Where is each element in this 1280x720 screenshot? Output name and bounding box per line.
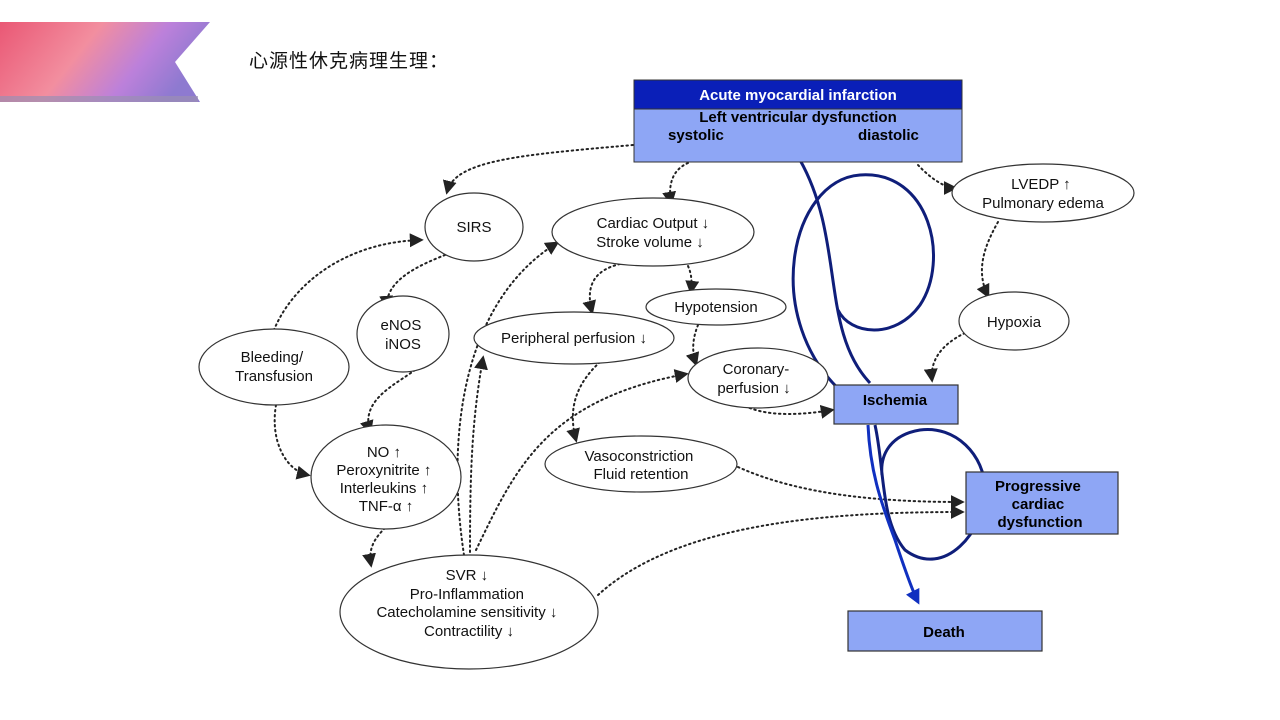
text-lvedp: LVEDP ↑ Pulmonary edema [982, 176, 1104, 212]
arrow-coronary-to-ischemia [744, 404, 835, 419]
node-svr [339, 554, 599, 670]
text-progressive-2: dysfunction [998, 514, 1083, 531]
arrow-co-to-peripheral [582, 263, 621, 315]
text-lvedp-1: Pulmonary edema [982, 195, 1104, 212]
arrow-lvedp-to-hypoxia [976, 221, 999, 299]
text-no-3: TNF-α ↑ [359, 498, 414, 515]
decorative-banner [0, 22, 210, 102]
header-box: Acute myocardial infarction Left ventric… [633, 79, 963, 163]
box-progressive [965, 471, 1119, 535]
text-hypoxia-0: Hypoxia [987, 314, 1042, 331]
arrow-ami-to-lvedp [917, 164, 958, 195]
text-death-0: Death [923, 624, 965, 641]
text-co-1: Stroke volume ↓ [596, 234, 704, 251]
text-progressive-0: Progressive [995, 478, 1081, 495]
connector-arrows [271, 144, 999, 596]
arrow-peripheral-to-vaso [566, 361, 601, 443]
text-sirs: SIRS [456, 219, 491, 236]
node-coronary [687, 347, 829, 409]
text-vaso-1: Fluid retention [593, 466, 688, 483]
arrow-svr-to-progressive [597, 505, 965, 596]
text-coronary: Coronary- perfusion ↓ [717, 361, 793, 397]
text-ischemia-0: Ischemia [863, 392, 928, 409]
text-bleeding-1: Transfusion [235, 368, 313, 385]
text-svr-2: Catecholamine sensitivity ↓ [376, 604, 557, 621]
node-hypotension [645, 288, 787, 326]
text-no-2: Interleukins ↑ [340, 480, 428, 497]
text-cardiac-output: Cardiac Output ↓ Stroke volume ↓ [596, 215, 713, 251]
text-svr-0: SVR ↓ [446, 567, 489, 584]
text-progressive-1: cardiac [1012, 496, 1065, 513]
text-svr-1: Pro-Inflammation [410, 586, 524, 603]
arrow-hypoxia-to-ischemia [923, 332, 966, 383]
header-diastolic: diastolic [858, 127, 919, 144]
arrow-no-to-svr [362, 527, 386, 568]
text-enos-0: eNOS [380, 317, 421, 334]
arrow-bleeding-to-sirs [271, 233, 424, 336]
text-co-0: Cardiac Output ↓ [597, 215, 710, 232]
text-svr-3: Contractility ↓ [424, 623, 514, 640]
text-progressive: Progressive cardiac dysfunction [995, 478, 1085, 531]
text-sirs-0: SIRS [456, 219, 491, 236]
arrow-ami-to-sirs [442, 144, 634, 195]
text-svr: SVR ↓ Pro-Inflammation Catecholamine sen… [376, 567, 561, 640]
text-ischemia: Ischemia [863, 392, 928, 409]
text-no-0: NO ↑ [367, 444, 401, 461]
death-path [866, 424, 920, 605]
outcome-boxes [833, 384, 1119, 652]
arrow-svr-to-peripheral [469, 355, 488, 553]
text-vaso: Vasoconstriction Fluid retention [584, 448, 697, 483]
text-hypoxia: Hypoxia [987, 314, 1042, 331]
ischemia-loop [791, 159, 935, 397]
arrow-enos-to-no [359, 369, 416, 435]
text-coronary-1: perfusion ↓ [717, 380, 790, 397]
arrow-bleeding-to-no [273, 404, 311, 480]
arrow-ami-to-cardiac-output [662, 162, 689, 206]
node-sirs [424, 192, 524, 262]
arrow-co-to-hypotension [685, 265, 700, 295]
text-hypotension: Hypotension [674, 299, 757, 316]
header-title: Acute myocardial infarction [699, 87, 897, 104]
node-cardiac-output [551, 197, 755, 267]
header-systolic: systolic [668, 127, 724, 144]
node-bleeding [198, 328, 350, 406]
text-peripheral-0: Peripheral perfusion ↓ [501, 330, 647, 347]
text-death: Death [923, 624, 965, 641]
arrow-hypotension-to-coronary [685, 324, 700, 367]
node-peripheral [473, 311, 675, 365]
box-ischemia [833, 384, 959, 425]
text-peripheral: Peripheral perfusion ↓ [501, 330, 647, 347]
text-bleeding-0: Bleeding/ [241, 349, 304, 366]
arrow-vaso-to-progressive [737, 466, 965, 509]
arrow-svr-to-cardiac-output [456, 241, 560, 556]
slide-title: 心源性休克病理生理： [249, 50, 450, 72]
header-subtitle: Left ventricular dysfunction [699, 109, 897, 126]
text-hypotension-0: Hypotension [674, 299, 757, 316]
text-bleeding: Bleeding/ Transfusion [235, 349, 313, 385]
text-coronary-0: Coronary- [723, 361, 790, 378]
nodes [198, 163, 1135, 670]
text-vaso-0: Vasoconstriction [584, 448, 693, 465]
node-hypoxia [958, 291, 1070, 351]
node-vaso [544, 435, 738, 493]
node-no [310, 424, 462, 530]
text-enos: eNOS iNOS [380, 317, 425, 353]
box-death [847, 610, 1043, 652]
text-no: NO ↑ Peroxynitrite ↑ Interleukins ↑ TNF-… [336, 444, 435, 515]
text-no-1: Peroxynitrite ↑ [336, 462, 431, 479]
node-lvedp [951, 163, 1135, 223]
text-lvedp-0: LVEDP ↑ [1011, 176, 1070, 193]
node-enos [356, 295, 450, 373]
text-enos-1: iNOS [385, 336, 421, 353]
